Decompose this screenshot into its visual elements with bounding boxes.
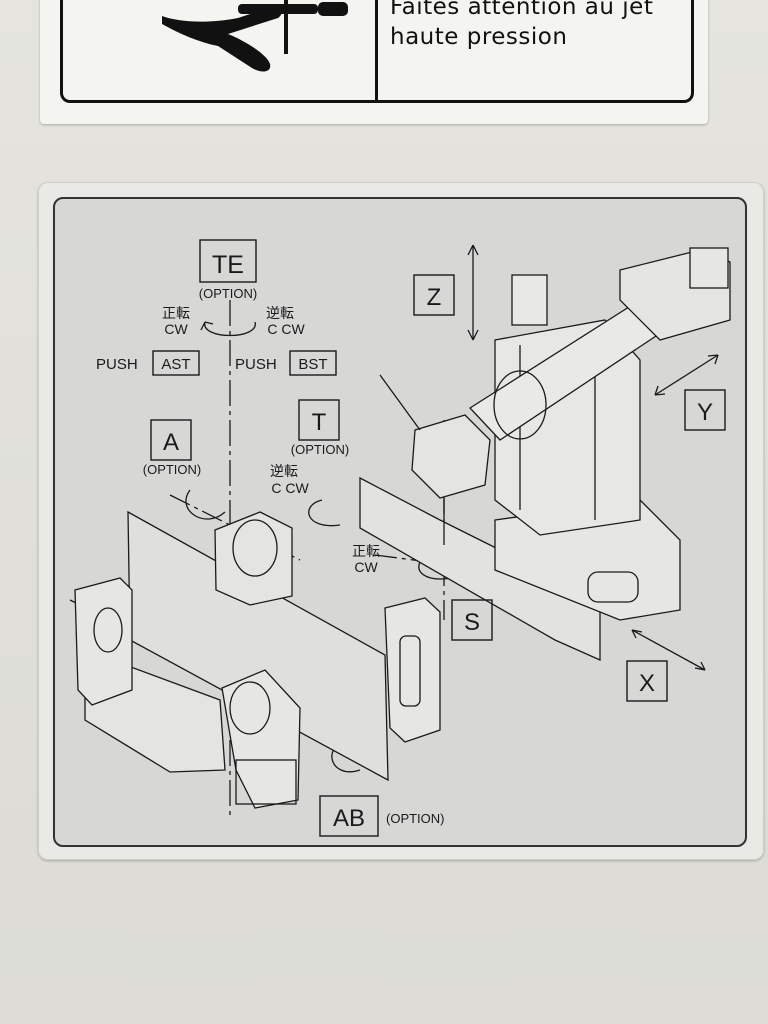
warning-frame xyxy=(60,0,694,103)
z-axis-label: Z xyxy=(427,284,442,311)
y-label-box xyxy=(684,389,726,431)
a-label-box xyxy=(150,419,192,461)
te-label-box xyxy=(199,239,257,283)
te-ccw-jp-label: 逆転 xyxy=(266,305,294,321)
a-option-label: (OPTION) xyxy=(143,462,202,477)
push-ast-label: PUSH xyxy=(96,356,138,373)
ab-label-box xyxy=(319,795,379,837)
te-ccw-label: C CW xyxy=(267,321,305,337)
warning-text-line1: Faites attention au jet xyxy=(390,0,654,20)
ast-button-box xyxy=(152,350,200,376)
t-ccw-label: C CW xyxy=(271,480,309,496)
z-label-box xyxy=(413,274,455,316)
bst-button-box xyxy=(289,350,337,376)
te-cw-label: CW xyxy=(164,321,188,337)
s-label-box xyxy=(451,599,493,641)
ab-option-label: (OPTION) xyxy=(386,811,445,826)
te-axis-label: TE xyxy=(212,251,244,279)
push-bst-label: PUSH xyxy=(235,356,277,373)
a-axis-label: A xyxy=(163,429,179,456)
t-cw-label: CW xyxy=(354,559,378,575)
t-ccw-jp-label: 逆転 xyxy=(270,463,298,479)
warning-text-line2: haute pression xyxy=(390,24,568,50)
ab-axis-label: AB xyxy=(333,805,365,832)
y-axis-label: Y xyxy=(697,399,713,426)
x-label-box xyxy=(626,660,668,702)
s-axis-label: S xyxy=(464,609,480,636)
t-label-box xyxy=(298,399,340,441)
ast-button-label: AST xyxy=(161,356,190,373)
t-option-label: (OPTION) xyxy=(291,442,350,457)
te-option-label: (OPTION) xyxy=(199,286,258,301)
hand-spray-icon xyxy=(162,0,348,72)
bst-button-label: BST xyxy=(298,356,327,373)
warning-sticker: Faites attention au jet haute pression xyxy=(40,0,708,124)
t-cw-jp-label: 正転 xyxy=(352,543,380,559)
t-axis-label: T xyxy=(312,409,327,436)
x-axis-label: X xyxy=(639,670,655,697)
warning-divider xyxy=(375,0,378,100)
te-cw-jp-label: 正転 xyxy=(162,305,190,321)
